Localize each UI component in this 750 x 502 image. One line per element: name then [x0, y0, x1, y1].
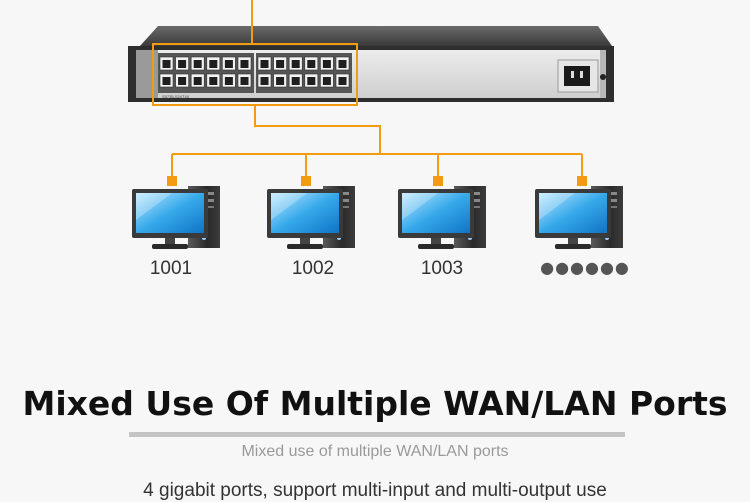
computer-icon — [267, 186, 355, 249]
pc-label-1003: 1003 — [420, 258, 464, 279]
headline: Mixed Use Of Multiple WAN/LAN Ports — [22, 384, 728, 423]
connection-lines — [171, 0, 583, 178]
body-text: 4 gigabit ports, support multi-input and… — [143, 480, 607, 501]
pc-label-more: ●●●●●● — [540, 258, 630, 277]
computer-icon — [132, 186, 220, 249]
computer-icon — [535, 186, 623, 249]
computer-icon — [398, 186, 486, 249]
network-diagram: S5735-S24T4X — [128, 0, 623, 249]
pc-label-1001: 1001 — [149, 258, 193, 279]
power-socket — [557, 59, 606, 93]
switch-model-label: S5735-S24T4X — [162, 94, 190, 99]
pc-label-1002: 1002 — [291, 258, 335, 279]
connection-nodes — [167, 176, 587, 186]
network-switch: S5735-S24T4X — [128, 26, 614, 106]
headline-underline — [129, 432, 625, 437]
subheadline: Mixed use of multiple WAN/LAN ports — [241, 443, 509, 460]
